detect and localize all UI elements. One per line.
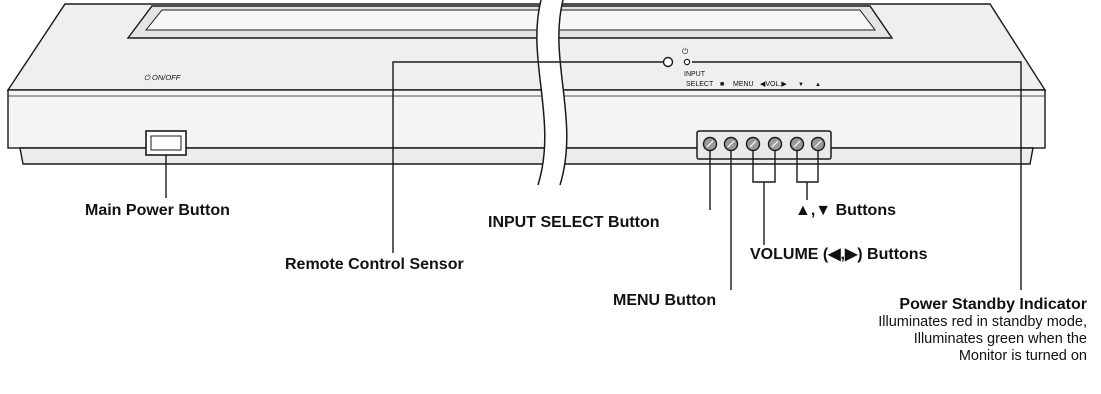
menu-label: MENU: [733, 81, 754, 88]
stop-symbol-label: ■: [720, 81, 724, 88]
up-label: ▲: [815, 82, 821, 88]
up-button-highlight: [814, 140, 822, 148]
input-select-label: INPUT SELECT Button: [488, 214, 660, 231]
remote-control-sensor: [662, 56, 674, 68]
remote-sensor-label: Remote Control Sensor: [285, 256, 464, 273]
vol-label: ◀VOL.▶: [760, 81, 787, 88]
volume-left-button-highlight: [749, 140, 757, 148]
updown-buttons-label: ▲,▼ Buttons: [795, 202, 896, 219]
standby-description-line1: Illuminates red in standby mode,: [878, 314, 1087, 330]
input-select-button-highlight: [706, 140, 714, 148]
standby-description-line2: Illuminates green when the: [913, 331, 1087, 347]
remote-sensor-leader: [392, 61, 664, 253]
volume-right-button-highlight: [771, 140, 779, 148]
standby-description-line3: Monitor is turned on: [958, 348, 1087, 364]
power-standby-label: Power Standby Indicator: [899, 296, 1087, 313]
main-power-label: Main Power Button: [85, 202, 230, 219]
down-button-highlight: [793, 140, 801, 148]
input-label: INPUT: [684, 71, 706, 78]
down-label: ▼: [798, 82, 804, 88]
onoff-label: ⏻ ON/OFF: [144, 73, 181, 82]
break-line: [536, 0, 568, 186]
standby-description: Illuminates red in standby mode, Illumin…: [878, 314, 1087, 365]
menu-button-highlight: [727, 140, 735, 148]
menu-button-label: MENU Button: [613, 292, 717, 309]
power-standby-leader: [692, 61, 1022, 290]
power-standby-indicator: [683, 58, 691, 66]
volume-buttons-label: VOLUME (◀,▶) Buttons: [750, 246, 928, 263]
power-symbol-label: ⏻: [682, 47, 689, 56]
leader-lines: [165, 61, 1022, 290]
panel-buttons: [702, 136, 826, 152]
select-label: SELECT: [686, 81, 714, 88]
